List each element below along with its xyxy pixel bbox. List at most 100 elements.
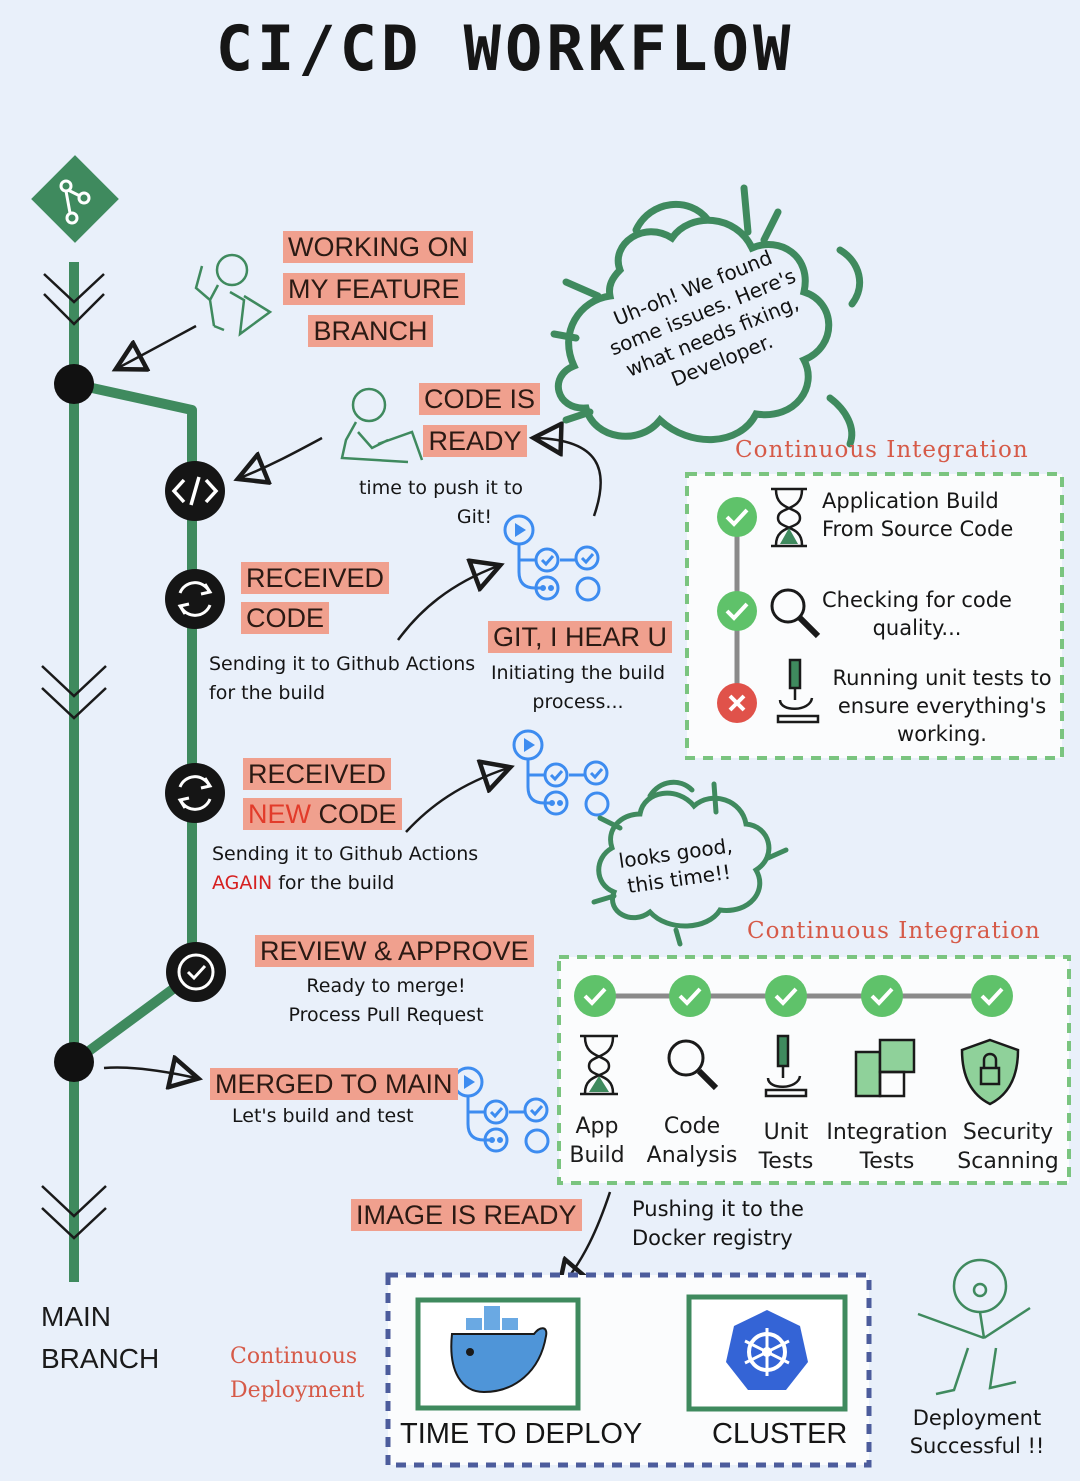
check-circle-icon xyxy=(861,975,903,1017)
success-line: Deployment xyxy=(912,1406,1042,1430)
merge-point xyxy=(54,1042,94,1082)
step-line: Application Build xyxy=(822,489,999,513)
merged-tag: MERGED TO MAIN xyxy=(210,1068,458,1100)
received-new-tag-group: RECEIVED NEW CODE xyxy=(243,758,402,830)
page-title: CI/CD WORKFLOW xyxy=(215,12,795,85)
code-ready-note: time to push it to Git! xyxy=(330,474,552,532)
note-line: Git! xyxy=(456,506,492,528)
note-line: process... xyxy=(532,691,624,713)
ci-box-2-title: Continuous Integration xyxy=(747,918,1041,944)
received-new-tag-line: NEW CODE xyxy=(243,798,402,830)
step-line: Unit xyxy=(763,1120,809,1145)
working-tag-group: WORKING ON MY FEATURE BRANCH xyxy=(283,231,473,347)
review-tag: REVIEW & APPROVE xyxy=(255,935,534,967)
received-tag-line: CODE xyxy=(241,602,330,634)
success-figure-icon xyxy=(917,1258,1031,1396)
step-line: working. xyxy=(897,722,987,746)
received-tag-line: RECEIVED xyxy=(241,562,390,594)
note-line: for the build xyxy=(209,682,326,704)
ci-step-label: Application Build From Source Code xyxy=(822,487,1013,543)
merged-tag-group: MERGED TO MAIN xyxy=(210,1068,458,1100)
ci-step-label: Running unit tests to ensure everything'… xyxy=(830,664,1054,748)
image-tag: IMAGE IS READY xyxy=(351,1199,582,1231)
hourglass-icon xyxy=(580,1034,618,1096)
shield-lock-icon xyxy=(960,1038,1020,1106)
check-circle-icon xyxy=(574,975,616,1017)
step-line: Analysis xyxy=(646,1143,738,1168)
approval-bubble-shape xyxy=(591,779,789,947)
kubernetes-icon xyxy=(726,1310,808,1390)
fail-circle-icon xyxy=(717,683,757,723)
note-line: Ready to merge! xyxy=(306,975,466,997)
step-line: Build xyxy=(569,1143,625,1168)
step-line: Code xyxy=(663,1114,721,1139)
note-line: Process Pull Request xyxy=(288,1004,484,1026)
step-line: App xyxy=(575,1114,619,1139)
magnifier-icon xyxy=(667,1039,719,1091)
check-circle-icon xyxy=(971,975,1013,1017)
step-line: Scanning xyxy=(957,1149,1059,1174)
branch-label-line: BRANCH xyxy=(41,1343,160,1374)
again-word: AGAIN xyxy=(212,872,273,894)
ci-step-label: Checking for code quality... xyxy=(822,586,1012,642)
step-line: quality... xyxy=(872,616,962,640)
step-line: Running unit tests to xyxy=(832,666,1052,690)
puzzle-icon xyxy=(854,1038,916,1098)
cd-section-title: Continuous Deployment xyxy=(230,1340,364,1408)
docker-whale-icon xyxy=(450,1306,548,1394)
ci-step-label: Unit Tests xyxy=(750,1118,822,1176)
check-circle-icon xyxy=(717,591,757,631)
feedback-bubble-shape xyxy=(550,184,864,448)
approve-node-icon xyxy=(166,942,226,1002)
code-word: CODE xyxy=(311,799,397,829)
microscope-icon xyxy=(776,658,820,724)
working-tag-line: BRANCH xyxy=(308,315,433,347)
note-rest: for the build xyxy=(272,872,395,894)
code-ready-tag-group: CODE IS READY xyxy=(419,383,541,457)
branch-point xyxy=(54,364,94,404)
code-node-icon xyxy=(165,461,225,521)
step-line: Security xyxy=(962,1120,1054,1145)
github-actions-icon xyxy=(452,1066,550,1154)
merged-note: Let's build and test xyxy=(232,1105,414,1127)
received-new-tag-line: RECEIVED xyxy=(243,758,392,790)
note-line: AGAIN for the build xyxy=(212,869,478,898)
git-hear-note: Initiating the build process... xyxy=(478,659,678,717)
received-tag-group: RECEIVED CODE xyxy=(241,562,390,634)
review-tag-group: REVIEW & APPROVE xyxy=(255,935,534,967)
review-note: Ready to merge! Process Pull Request xyxy=(268,972,504,1030)
step-line: Tests xyxy=(859,1149,915,1174)
magnifier-icon xyxy=(770,588,821,639)
step-line: Integration xyxy=(826,1120,948,1145)
new-word: NEW xyxy=(248,799,311,829)
note-line: Initiating the build xyxy=(490,662,666,684)
ci-box-1-title: Continuous Integration xyxy=(735,437,1029,463)
ci-step-label: App Build xyxy=(562,1112,632,1170)
sync-node-icon xyxy=(165,763,225,823)
git-logo-icon xyxy=(31,155,119,243)
ci-step-label: Integration Tests xyxy=(826,1118,948,1176)
sync-node-icon xyxy=(165,569,225,629)
code-ready-tag-line: CODE IS xyxy=(419,383,541,415)
microscope-icon xyxy=(764,1034,808,1098)
developer-laptop-icon xyxy=(340,387,424,464)
note-line: time to push it to xyxy=(358,477,523,499)
main-branch-label: MAIN BRANCH xyxy=(41,1296,159,1380)
check-circle-icon xyxy=(669,975,711,1017)
step-line: Checking for code xyxy=(822,588,1012,612)
cd-title-line: Deployment xyxy=(230,1378,365,1403)
image-note: Pushing it to the Docker registry xyxy=(632,1195,804,1253)
chevron-down-icon xyxy=(43,273,105,326)
github-actions-icon xyxy=(503,514,601,602)
note-line: Sending it to Github Actions xyxy=(209,653,476,675)
git-hear-tag-group: GIT, I HEAR U xyxy=(488,621,673,653)
working-tag-line: WORKING ON xyxy=(283,231,473,263)
note-line: Sending it to Github Actions xyxy=(212,843,479,865)
ci-step-label: Security Scanning xyxy=(956,1118,1060,1176)
step-line: From Source Code xyxy=(822,517,1014,541)
note-line: Pushing it to the xyxy=(632,1197,804,1221)
branch-label-line: MAIN xyxy=(41,1301,111,1332)
working-tag-line: MY FEATURE xyxy=(283,273,465,305)
check-circle-icon xyxy=(765,975,807,1017)
